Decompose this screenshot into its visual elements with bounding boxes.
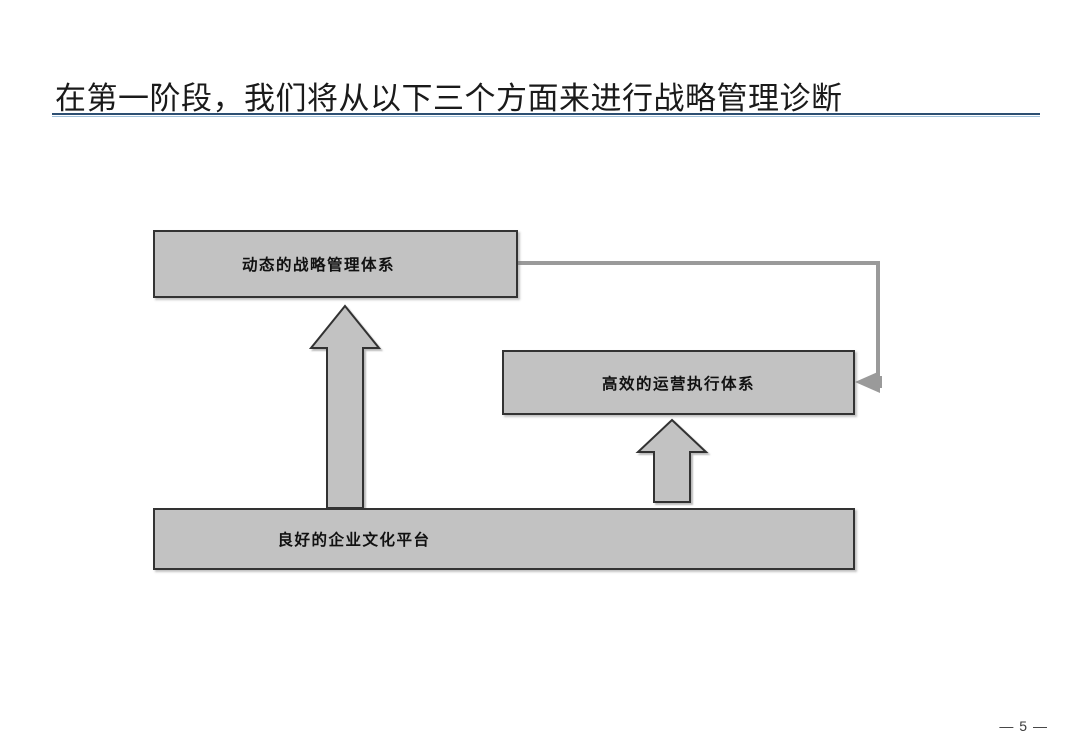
node-label-strategy: 动态的战略管理体系: [241, 257, 395, 274]
title-divider-highlight: [52, 116, 1040, 117]
node-label-operations: 高效的运营执行体系: [601, 375, 755, 393]
title-divider: [52, 113, 1040, 115]
page-number: — 5 —: [999, 718, 1048, 734]
node-label-culture: 良好的企业文化平台: [277, 532, 431, 549]
node-strategy-management-system[interactable]: 动态的战略管理体系: [153, 230, 518, 298]
block-arrow-culture-to-strategy: [308, 304, 382, 509]
page-title: 在第一阶段，我们将从以下三个方面来进行战略管理诊断: [55, 80, 843, 116]
node-corporate-culture-platform[interactable]: 良好的企业文化平台: [153, 508, 855, 570]
block-arrow-culture-to-operations: [635, 418, 709, 503]
node-operations-execution-system[interactable]: 高效的运营执行体系: [502, 350, 855, 415]
